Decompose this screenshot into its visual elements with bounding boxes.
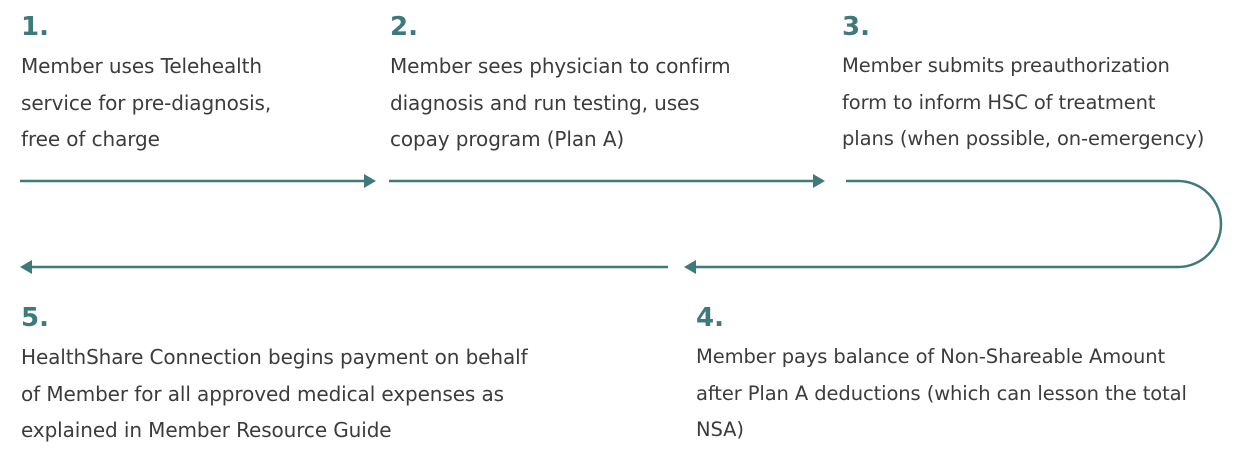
step-text-line: Member sees physician to confirm: [390, 54, 731, 78]
step-number: 3.: [842, 12, 870, 42]
step-description: Member submits preauthorization form to …: [842, 48, 1204, 158]
arrow-step3-to-step4-curve: [684, 179, 1223, 274]
step-description: HealthShare Connection begins payment on…: [21, 339, 528, 449]
step-description: Member uses Telehealth service for pre-d…: [21, 48, 271, 158]
step-text-line: service for pre-diagnosis,: [21, 90, 272, 115]
step-description: Member sees physician to confirm diagnos…: [390, 48, 731, 158]
step-text-line: plans (when possible, on-emergency): [842, 127, 1205, 150]
step-text-line: after Plan A deductions (which can lesso…: [696, 381, 1187, 405]
step-5: 5. HealthShare Connection begins payment…: [21, 303, 528, 449]
step-1: 1. Member uses Telehealth service for pr…: [21, 12, 271, 158]
step-description: Member pays balance of Non-Shareable Amo…: [696, 339, 1187, 449]
step-text-line: free of charge: [21, 127, 160, 151]
step-text-line: Member submits preauthorization: [842, 54, 1170, 77]
step-text-line: copay program (Plan A): [390, 127, 625, 151]
step-text-line: NSA): [696, 418, 744, 441]
step-number: 5.: [21, 303, 49, 333]
arrow-step1-to-step2: [20, 174, 376, 188]
step-text-line: form to inform HSC of treatment: [842, 90, 1156, 114]
step-text-line: diagnosis and run testing, uses: [390, 90, 700, 115]
step-4: 4. Member pays balance of Non-Shareable …: [696, 303, 1187, 449]
arrow-step4-to-step5: [20, 260, 668, 274]
step-number: 1.: [21, 12, 49, 42]
step-text-line: HealthShare Connection begins payment on…: [21, 345, 528, 369]
step-text-line: explained in Member Resource Guide: [21, 418, 392, 442]
arrow-step2-to-step3: [389, 174, 825, 188]
step-3: 3. Member submits preauthorization form …: [842, 12, 1204, 158]
step-number: 2.: [390, 12, 418, 42]
step-text-line: of Member for all approved medical expen…: [21, 381, 504, 406]
step-number: 4.: [696, 303, 724, 333]
step-2: 2. Member sees physician to confirm diag…: [390, 12, 731, 158]
step-text-line: Member uses Telehealth: [21, 54, 262, 78]
step-text-line: Member pays balance of Non-Shareable Amo…: [696, 345, 1166, 368]
